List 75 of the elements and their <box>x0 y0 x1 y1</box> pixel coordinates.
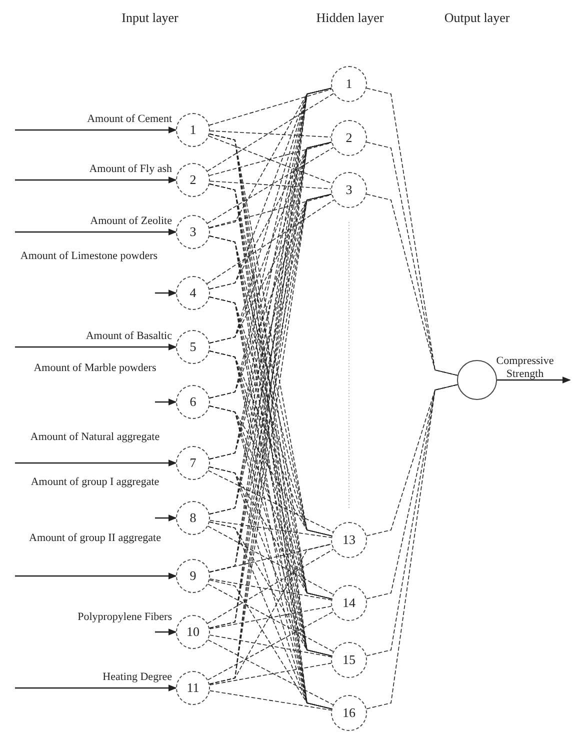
input-arrow <box>15 176 177 184</box>
connection-line <box>207 548 334 624</box>
layer-heading: Output layer <box>444 10 510 26</box>
connection-line <box>207 146 334 224</box>
connection-line <box>366 384 458 710</box>
neuron-number: 9 <box>190 568 196 584</box>
input-arrow <box>155 398 177 406</box>
neuron-number: 3 <box>190 224 196 240</box>
connection-line <box>206 200 334 284</box>
connection-line <box>209 544 332 684</box>
neuron-number: 7 <box>190 455 196 471</box>
connection-line <box>208 584 334 652</box>
input-arrow <box>15 572 177 580</box>
input-label: Amount of Natural aggregate <box>29 431 161 444</box>
input-label: Amount of Zeolite <box>89 215 172 228</box>
input-arrow <box>15 684 177 692</box>
connection-line <box>209 606 332 630</box>
input-label: Amount of group II aggregate <box>28 532 162 545</box>
input-label: Amount of Cement <box>86 113 172 126</box>
input-arrow <box>155 290 177 296</box>
input-label: Amount of Fly ash <box>88 163 172 176</box>
input-label: Heating Degree <box>102 671 172 684</box>
neuron-number: 2 <box>346 130 352 146</box>
neuron-number: 11 <box>186 680 200 696</box>
connection-line <box>209 690 332 711</box>
neuron-number: 5 <box>190 339 196 355</box>
connection-line <box>209 142 332 176</box>
connection-line <box>210 180 332 190</box>
connection-line <box>208 470 334 532</box>
neuron-number: 3 <box>346 182 352 198</box>
connection-line <box>208 611 334 680</box>
input-arrow <box>155 628 177 636</box>
connection-line <box>209 544 332 573</box>
connection-line <box>209 662 332 686</box>
connection-line <box>366 142 458 376</box>
output-label: Compressive Strength <box>495 355 555 381</box>
layer-heading: Hidden layer <box>316 10 384 26</box>
input-arrow <box>497 376 571 384</box>
neuron-number: 4 <box>190 285 196 301</box>
input-label: Amount of group I aggregate <box>30 476 160 489</box>
connection-line <box>208 639 334 706</box>
input-arrow <box>155 514 177 522</box>
input-arrow <box>15 344 177 350</box>
neuron-number: 2 <box>190 172 196 188</box>
connection-line <box>210 130 332 138</box>
input-label: Amount of Limestone powders <box>19 250 159 263</box>
input-arrow <box>15 460 177 466</box>
neuron-number: 8 <box>190 510 196 526</box>
neuron-number: 6 <box>190 394 196 410</box>
connection-line <box>208 526 334 595</box>
connection-line <box>209 520 332 538</box>
input-arrow <box>15 228 177 236</box>
input-label: Amount of Basaltic <box>84 330 172 343</box>
connection-line <box>208 88 332 126</box>
neuron-number: 15 <box>342 652 356 668</box>
connection-line <box>209 634 332 658</box>
output-neuron-circle <box>457 360 497 400</box>
input-arrow <box>15 126 177 134</box>
neuron-number: 10 <box>186 624 200 640</box>
neuron-number: 14 <box>342 595 356 611</box>
connection-line <box>209 522 332 710</box>
connection-line <box>366 194 458 376</box>
input-label: Amount of Marble powders <box>32 362 158 375</box>
connection-line <box>209 578 332 600</box>
connection-line <box>208 136 333 184</box>
connection-line <box>207 93 334 172</box>
connection-line <box>366 384 458 600</box>
neuron-number: 1 <box>190 122 196 138</box>
neuron-number: 13 <box>342 532 356 548</box>
connection-line <box>209 580 332 710</box>
connection-line <box>209 194 332 228</box>
neuron-number: 16 <box>342 705 356 721</box>
neuron-number: 1 <box>346 76 352 92</box>
layer-heading: Input layer <box>122 10 178 26</box>
input-label: Polypropylene Fibers <box>76 611 172 624</box>
